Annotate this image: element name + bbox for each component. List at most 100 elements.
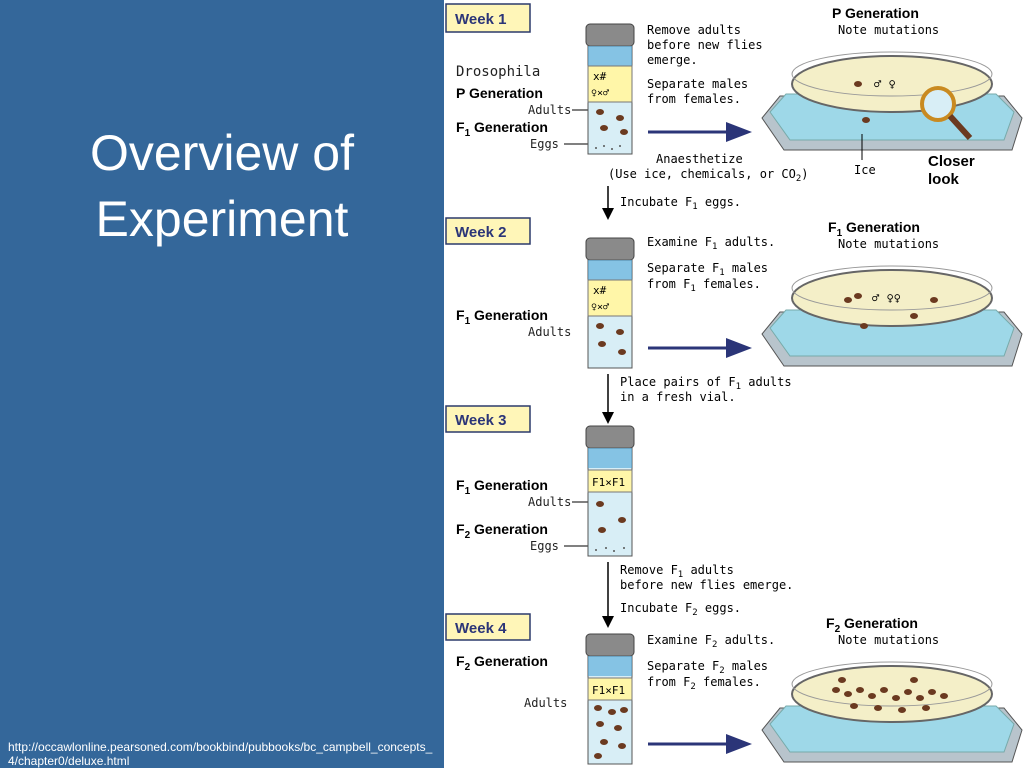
week-1-box (445, 3, 531, 33)
w3-vial: F1×F1 (585, 425, 635, 557)
svg-text:♂ ♀: ♂ ♀ (874, 77, 896, 91)
vial-label (587, 677, 633, 701)
vial-flies (594, 705, 628, 759)
w1-eggs-label: Eggs (530, 137, 559, 151)
w3-incubate: Incubate F2 eggs. (620, 601, 741, 618)
vial-cap (585, 23, 635, 47)
w1-dish-title: P Generation (832, 5, 919, 21)
week-1-label: Week 1 (455, 11, 506, 28)
w1-p-generation-label: P Generation (456, 85, 543, 101)
vial-label (587, 469, 633, 493)
w4-vial: F1×F1 (585, 633, 635, 765)
vial-label-cross: ♀×♂ (591, 88, 610, 99)
w1-note-4: Separate males (647, 77, 748, 91)
vial-flies (596, 501, 626, 533)
vial-label-text: F1×F1 (592, 476, 625, 489)
dish-flies (844, 293, 938, 329)
w1-adults-label: Adults (528, 103, 571, 117)
week-4-section: Week 4 F2 Generation Adults F1×F1 Examin… (445, 613, 1023, 765)
w2-dish-note: Note mutations (838, 237, 939, 251)
drosophila-label: Drosophila (456, 64, 540, 80)
w3-adults-label: Adults (528, 495, 571, 509)
vial-label (587, 279, 633, 317)
w4-examine: Examine F2 adults. (647, 633, 775, 650)
magnifier-icon (920, 86, 956, 122)
w2-examine: Examine F1 adults. (647, 235, 775, 252)
w4-f2-generation-label: F2 Generation (456, 653, 548, 673)
week-3-label: Week 3 (455, 412, 506, 429)
w2-transfer-arrow (648, 338, 752, 358)
experiment-diagram: Week 1 Drosophila P Generation Adults F1… (445, 3, 1023, 765)
w1-ice-label: Ice (854, 163, 876, 177)
w1-note-2: before new flies (647, 38, 763, 52)
ice (769, 705, 1015, 753)
vial-label-text: F1×F1 (592, 684, 625, 697)
w2-vial: x# ♀×♂ (585, 237, 635, 369)
w2-adults-label: Adults (528, 325, 571, 339)
w1-look-label: look (928, 171, 959, 188)
w3-eggs-label: Eggs (530, 539, 559, 553)
w1-f1-generation-label: F1 Generation (456, 119, 548, 139)
slide-title: Overview of Experiment (0, 120, 444, 252)
vial-label (587, 65, 633, 103)
vial-flies (596, 109, 628, 135)
w1-vial: x# ♀×♂ (585, 23, 635, 155)
vial-cap (585, 633, 635, 657)
vial-label-text: x# (593, 70, 607, 83)
week-2-box (445, 217, 531, 245)
w2-dish-title: F1 Generation (828, 219, 920, 239)
week-4-box (445, 613, 531, 641)
w3-remove: Remove F1 adults (620, 563, 734, 580)
week-2-section: Week 2 F1 Generation Adults x# ♀×♂ Exami… (445, 217, 1023, 424)
w2-f1-generation-label: F1 Generation (456, 307, 548, 327)
w2-dish: F1 Generation Note mutations ♂ ♀♀ (761, 219, 1023, 367)
petri-dish (791, 269, 993, 327)
w1-closer-label: Closer (928, 153, 975, 170)
ice (769, 309, 1015, 357)
vial-cap (585, 425, 635, 449)
vial-eggs (595, 547, 625, 552)
w1-incubate: Incubate F1 eggs. (620, 195, 741, 212)
slide-title-line1: Overview of (90, 125, 354, 181)
w2-separate-2: from F1 females. (647, 277, 761, 294)
w2-separate-1: Separate F1 males (647, 261, 768, 278)
source-url[interactable]: http://occawlonline.pearsoned.com/bookbi… (8, 740, 433, 768)
dish-flies (854, 81, 870, 123)
week-2-label: Week 2 (455, 224, 506, 241)
w2-fresh-vial: in a fresh vial. (620, 390, 736, 404)
week-3-section: Week 3 F1 Generation Adults F2 Generatio… (445, 405, 793, 628)
svg-text:♂ ♀♀: ♂ ♀♀ (872, 291, 901, 305)
w1-note-3: emerge. (647, 53, 698, 67)
w1-dish-note: Note mutations (838, 23, 939, 37)
w4-adults-label: Adults (524, 696, 567, 710)
w1-transfer-arrow (648, 122, 752, 142)
w4-separate-2: from F2 females. (647, 675, 761, 692)
w4-transfer-arrow (648, 734, 752, 754)
w1-note-5: from females. (647, 92, 741, 106)
w4-separate-1: Separate F2 males (647, 659, 768, 676)
week-4-label: Week 4 (455, 620, 507, 637)
w3-before-emerge: before new flies emerge. (620, 578, 793, 592)
vial-cap (585, 237, 635, 261)
w3-f2-generation-label: F2 Generation (456, 521, 548, 541)
w1-anaesthetize-detail: (Use ice, chemicals, or CO2) (608, 167, 809, 184)
dish-flies (832, 677, 948, 713)
vial-label-cross: ♀×♂ (591, 302, 610, 313)
week-3-box (445, 405, 531, 433)
w1-note-1: Remove adults (647, 23, 741, 37)
w1-dish: P Generation Note mutations ♂ ♀ Ice Clos… (761, 5, 1023, 188)
w1-anaesthetize: Anaesthetize (656, 152, 743, 166)
vial-flies (596, 323, 626, 355)
slide-title-line2: Experiment (95, 191, 349, 247)
slide-left-panel: Overview of Experiment http://occawlonli… (0, 0, 444, 768)
vial-eggs (595, 145, 621, 150)
experiment-figure: Week 1 Drosophila P Generation Adults F1… (444, 0, 1024, 768)
w4-dish-note: Note mutations (838, 633, 939, 647)
w3-f1-generation-label: F1 Generation (456, 477, 548, 497)
w4-dish-title: F2 Generation (826, 615, 918, 635)
vial-label-text: x# (593, 284, 607, 297)
week-1-section: Week 1 Drosophila P Generation Adults F1… (445, 3, 1023, 220)
petri-dish (791, 665, 993, 723)
w4-dish: F2 Generation Note mutations (761, 615, 1023, 763)
w2-place-pairs: Place pairs of F1 adults (620, 375, 792, 392)
